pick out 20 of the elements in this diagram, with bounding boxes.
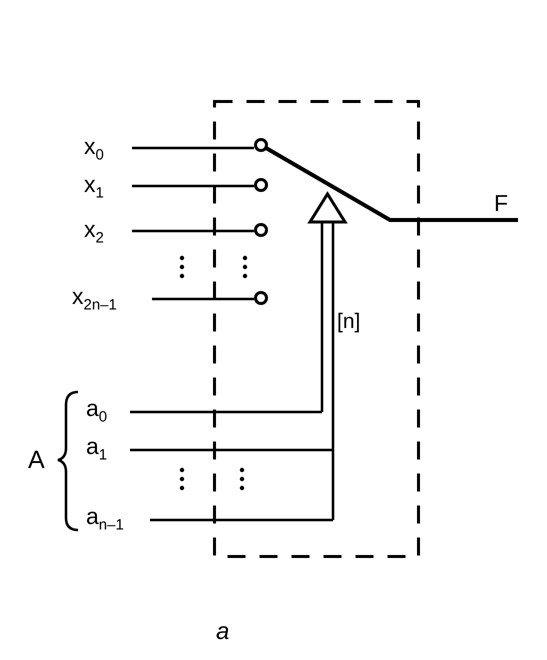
switch-arm-line bbox=[265, 146, 518, 222]
signal-label: x$_{0}$ bbox=[84, 133, 128, 163]
signal-line bbox=[132, 184, 254, 188]
signal-label: a$_{n–1}$ bbox=[86, 503, 146, 533]
text-label: [n] bbox=[337, 310, 360, 334]
signal-line bbox=[150, 518, 333, 522]
bus-arrow bbox=[307, 191, 348, 522]
signal-label: a$_{1}$ bbox=[86, 433, 126, 463]
signal-label: x$_{2}$ bbox=[84, 216, 128, 246]
signal-label: x$_{2n–1}$ bbox=[72, 283, 148, 315]
signal-line bbox=[132, 230, 254, 232]
signal-line bbox=[152, 298, 254, 300]
signal-label: F bbox=[494, 190, 518, 218]
signal-line bbox=[132, 146, 254, 150]
signal-line bbox=[130, 410, 322, 414]
signal-label: x$_{1}$ bbox=[84, 171, 128, 201]
text-label: A bbox=[28, 446, 45, 475]
caption: a bbox=[216, 618, 230, 646]
signal-line bbox=[130, 448, 333, 452]
signal-label: a$_{0}$ bbox=[86, 395, 126, 425]
